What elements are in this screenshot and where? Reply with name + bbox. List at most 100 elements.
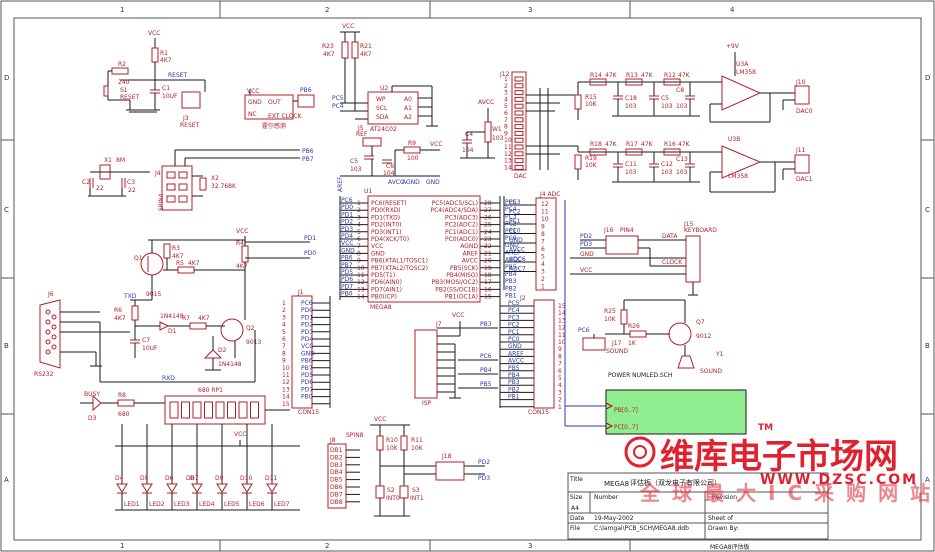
r15-ref: R15 (585, 94, 597, 101)
r13-ref: R13 (626, 72, 638, 79)
led-name: LED2 (149, 501, 165, 508)
switch-s3 (399, 485, 409, 499)
r26-ref: R26 (628, 323, 640, 330)
led-ref: D7 (190, 475, 199, 482)
brand-logo-inner (633, 445, 647, 459)
sensor-nc: NC (248, 111, 257, 118)
adc-pins: 121110987654321PC3PC2PC1PC0GNDAVCCADC6AD… (504, 199, 549, 291)
jumper-j16 (605, 235, 639, 255)
adc-pin-num: 1 (541, 284, 545, 291)
j1-pin-label: PD5 (301, 372, 313, 379)
mcu-net-right: PB5 (505, 264, 517, 271)
r23-ref: R23 (322, 43, 334, 50)
adc-pin-num: 10 (541, 216, 549, 223)
j1-pin-num: 10 (282, 365, 290, 372)
j2-pin-num: 15 (558, 303, 566, 310)
x1-value: 8M (116, 157, 125, 164)
y1-name: SOUND (700, 368, 722, 375)
sound-net-pc6: PC6 (578, 327, 590, 334)
j2-pin-num: 9 (558, 346, 562, 353)
resistor-r13 (625, 78, 643, 86)
adc-pin-num: 4 (541, 261, 545, 268)
dac-pin (514, 117, 524, 123)
dac-pin-num: 8 (504, 124, 508, 131)
c12-value: 103 (661, 169, 673, 176)
sensor-clock: EXT CLOCK (268, 113, 303, 120)
opamp-stage: +9V U3A LM358 J10 DAC0 U3B LM358 J11 DAC… (709, 43, 813, 193)
net-txd: TXD (123, 293, 137, 300)
c18-value: 103 (625, 103, 637, 110)
oscillator: X1 8M C2 22 C3 22 J4 SPIN4 X2 32.768K PB… (82, 148, 314, 211)
db9-pin-5 (45, 349, 51, 355)
mcu-pin-left: PB0(ICP) (371, 294, 397, 301)
j4adc-ref: J4 ADC (539, 191, 560, 198)
title-block: Title MEGA8 评估板（双龙电子有限公司） Size A4 Number… (567, 472, 829, 551)
rp1-cell (192, 401, 202, 419)
j2-pin-label: PB4 (508, 372, 520, 379)
r11-ref: R11 (411, 437, 423, 444)
j8-pin-label: DB2 (330, 454, 343, 461)
j5-name: REF (356, 131, 368, 138)
frame-row-b: B (4, 342, 9, 350)
mcu-net-right: PB3 (505, 278, 517, 285)
dac-pin-num: 2 (504, 83, 508, 90)
s3-name: INT1 (410, 495, 424, 502)
dac-pin (514, 83, 524, 89)
q2-part: 9013 (246, 339, 261, 346)
dac-pin (514, 164, 524, 170)
resistor-r1 (151, 47, 159, 63)
mcu-net-left: PB6 (341, 255, 353, 262)
resistor-r3 (163, 243, 171, 259)
q1-part: 9015 (146, 291, 161, 298)
j15-name: KEYBOARD (684, 227, 717, 234)
mcu-net-left: PD0 (341, 204, 353, 211)
resistor-r23 (341, 41, 349, 59)
j4-pin-5 (166, 195, 176, 203)
j2-pin-label: GND (508, 343, 522, 350)
j4-pin-4 (178, 183, 188, 191)
r3-ref: R3 (172, 245, 180, 252)
net-avcc: AVCC (388, 179, 404, 186)
j2-pin-label: PC2 (508, 322, 520, 329)
r12-value: 47K (678, 72, 691, 79)
transistor-q1 (140, 252, 164, 276)
j8-pin-label: DB7 (330, 491, 343, 498)
c8-ref: C8 (676, 87, 684, 94)
j2-pin-num: 1 (558, 404, 562, 411)
mcu-pin-left: PC6(RESET) (371, 200, 407, 207)
j1-pin-num: 9 (282, 358, 286, 365)
led-d3 (92, 394, 102, 412)
c6-ref: C6 (386, 163, 394, 170)
isp-net-pb3: PB3 (480, 321, 492, 328)
led-name: LED3 (174, 501, 190, 508)
resistor-r16 (663, 148, 681, 156)
r18-ref: R18 (590, 141, 602, 148)
r9-value: 100 (407, 155, 419, 162)
mcu-net-left: PD2 (341, 219, 353, 226)
j1-pin-label: PC6 (301, 300, 313, 307)
j11-name: DAC1 (796, 176, 813, 183)
sheet-box[interactable] (605, 389, 747, 435)
connector-j8 (327, 443, 347, 509)
j3-ref: J3 (182, 115, 189, 122)
mcu-net-left: VCC (341, 240, 353, 247)
led-ref: D5 (140, 475, 149, 482)
brand-tm: TM (758, 423, 773, 433)
db9-pin-9 (51, 344, 57, 350)
mcu-net-left: PD4 (341, 233, 353, 240)
mcu-pin-right: PB3(MOSI/OC2) (432, 279, 478, 286)
c4-value: 104 (462, 147, 474, 154)
mcu-net-right: PC3 (505, 213, 517, 220)
j1-ref: J1 (297, 289, 304, 296)
resistor-r18 (589, 148, 607, 156)
c11-value: 103 (625, 169, 637, 176)
w1-ref: W1 (492, 126, 502, 133)
dac-pin-num: 9 (504, 130, 508, 137)
header-j11 (794, 154, 810, 174)
r15-value: 10K (585, 101, 598, 108)
db9-pin-2 (45, 319, 51, 325)
s2-name: INT0 (386, 495, 400, 502)
file-label: File (570, 525, 580, 532)
